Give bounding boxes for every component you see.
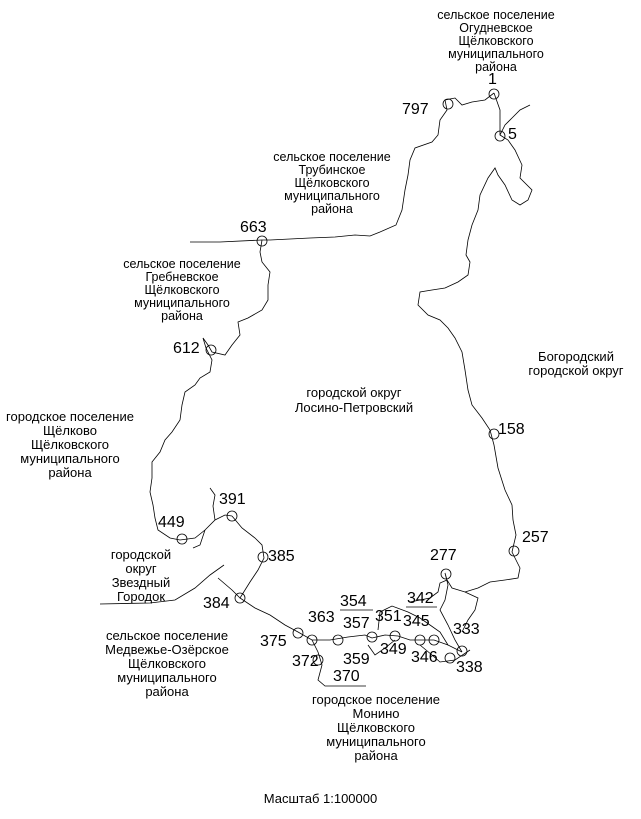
- boundary-line: [417, 92, 533, 653]
- boundary-line: [192, 529, 206, 549]
- boundary-line: [419, 644, 471, 663]
- point-marker: [488, 428, 500, 440]
- point-marker: [488, 88, 500, 100]
- point-label-351: 351: [375, 608, 402, 625]
- point-marker: [226, 510, 238, 522]
- boundary-line: [377, 605, 449, 646]
- point-label-612: 612: [173, 340, 200, 357]
- point-label-384: 384: [203, 595, 230, 612]
- point-label-349: 349: [380, 641, 407, 658]
- point-marker: [366, 631, 378, 643]
- point-label-277: 277: [430, 547, 457, 564]
- point-label-370: 370: [333, 668, 360, 685]
- boundary-line: [499, 104, 531, 136]
- boundary-line: [461, 591, 479, 633]
- point-label-158: 158: [498, 421, 525, 438]
- scale-label: Масштаб 1:100000: [263, 791, 378, 806]
- point-marker: [176, 533, 188, 545]
- point-marker: [332, 634, 344, 646]
- point-marker: [442, 98, 454, 110]
- point-marker: [312, 654, 324, 666]
- boundary-line: [367, 639, 396, 656]
- boundary-line: [311, 639, 366, 687]
- point-marker: [444, 652, 456, 664]
- point-label-346: 346: [411, 649, 438, 666]
- point-marker: [306, 634, 318, 646]
- point-label-5: 5: [508, 126, 517, 143]
- point-marker: [256, 235, 268, 247]
- boundary-line: [217, 577, 241, 599]
- boundary-line: [99, 564, 225, 605]
- point-marker: [205, 344, 217, 356]
- point-label-357: 357: [343, 615, 370, 632]
- point-marker: [234, 592, 246, 604]
- point-label-663: 663: [240, 219, 267, 236]
- point-marker: [456, 645, 468, 657]
- boundary-line: [190, 239, 263, 243]
- point-label-359: 359: [343, 651, 370, 668]
- point-label-385: 385: [268, 548, 295, 565]
- point-marker: [440, 568, 452, 580]
- point-label-345: 345: [403, 613, 430, 630]
- point-label-257: 257: [522, 529, 549, 546]
- point-marker: [414, 634, 426, 646]
- point-label-363: 363: [308, 609, 335, 626]
- boundary-line: [231, 515, 463, 653]
- point-label-342: 342: [407, 590, 434, 607]
- point-label-391: 391: [219, 491, 246, 508]
- boundary-line: [149, 92, 495, 541]
- point-label-797: 797: [402, 101, 429, 118]
- boundary-line: [409, 579, 448, 603]
- point-label-449: 449: [158, 514, 185, 531]
- boundary-line: [209, 487, 216, 521]
- point-marker: [508, 545, 520, 557]
- point-marker: [292, 627, 304, 639]
- point-label-333: 333: [453, 621, 480, 638]
- point-label-354: 354: [340, 593, 367, 610]
- point-marker: [494, 130, 506, 142]
- point-marker: [428, 634, 440, 646]
- point-marker: [389, 630, 401, 642]
- point-label-372: 372: [292, 653, 319, 670]
- point-marker: [257, 551, 269, 563]
- point-label-1: 1: [488, 71, 497, 88]
- point-label-375: 375: [260, 633, 287, 650]
- point-label-338: 338: [456, 659, 483, 676]
